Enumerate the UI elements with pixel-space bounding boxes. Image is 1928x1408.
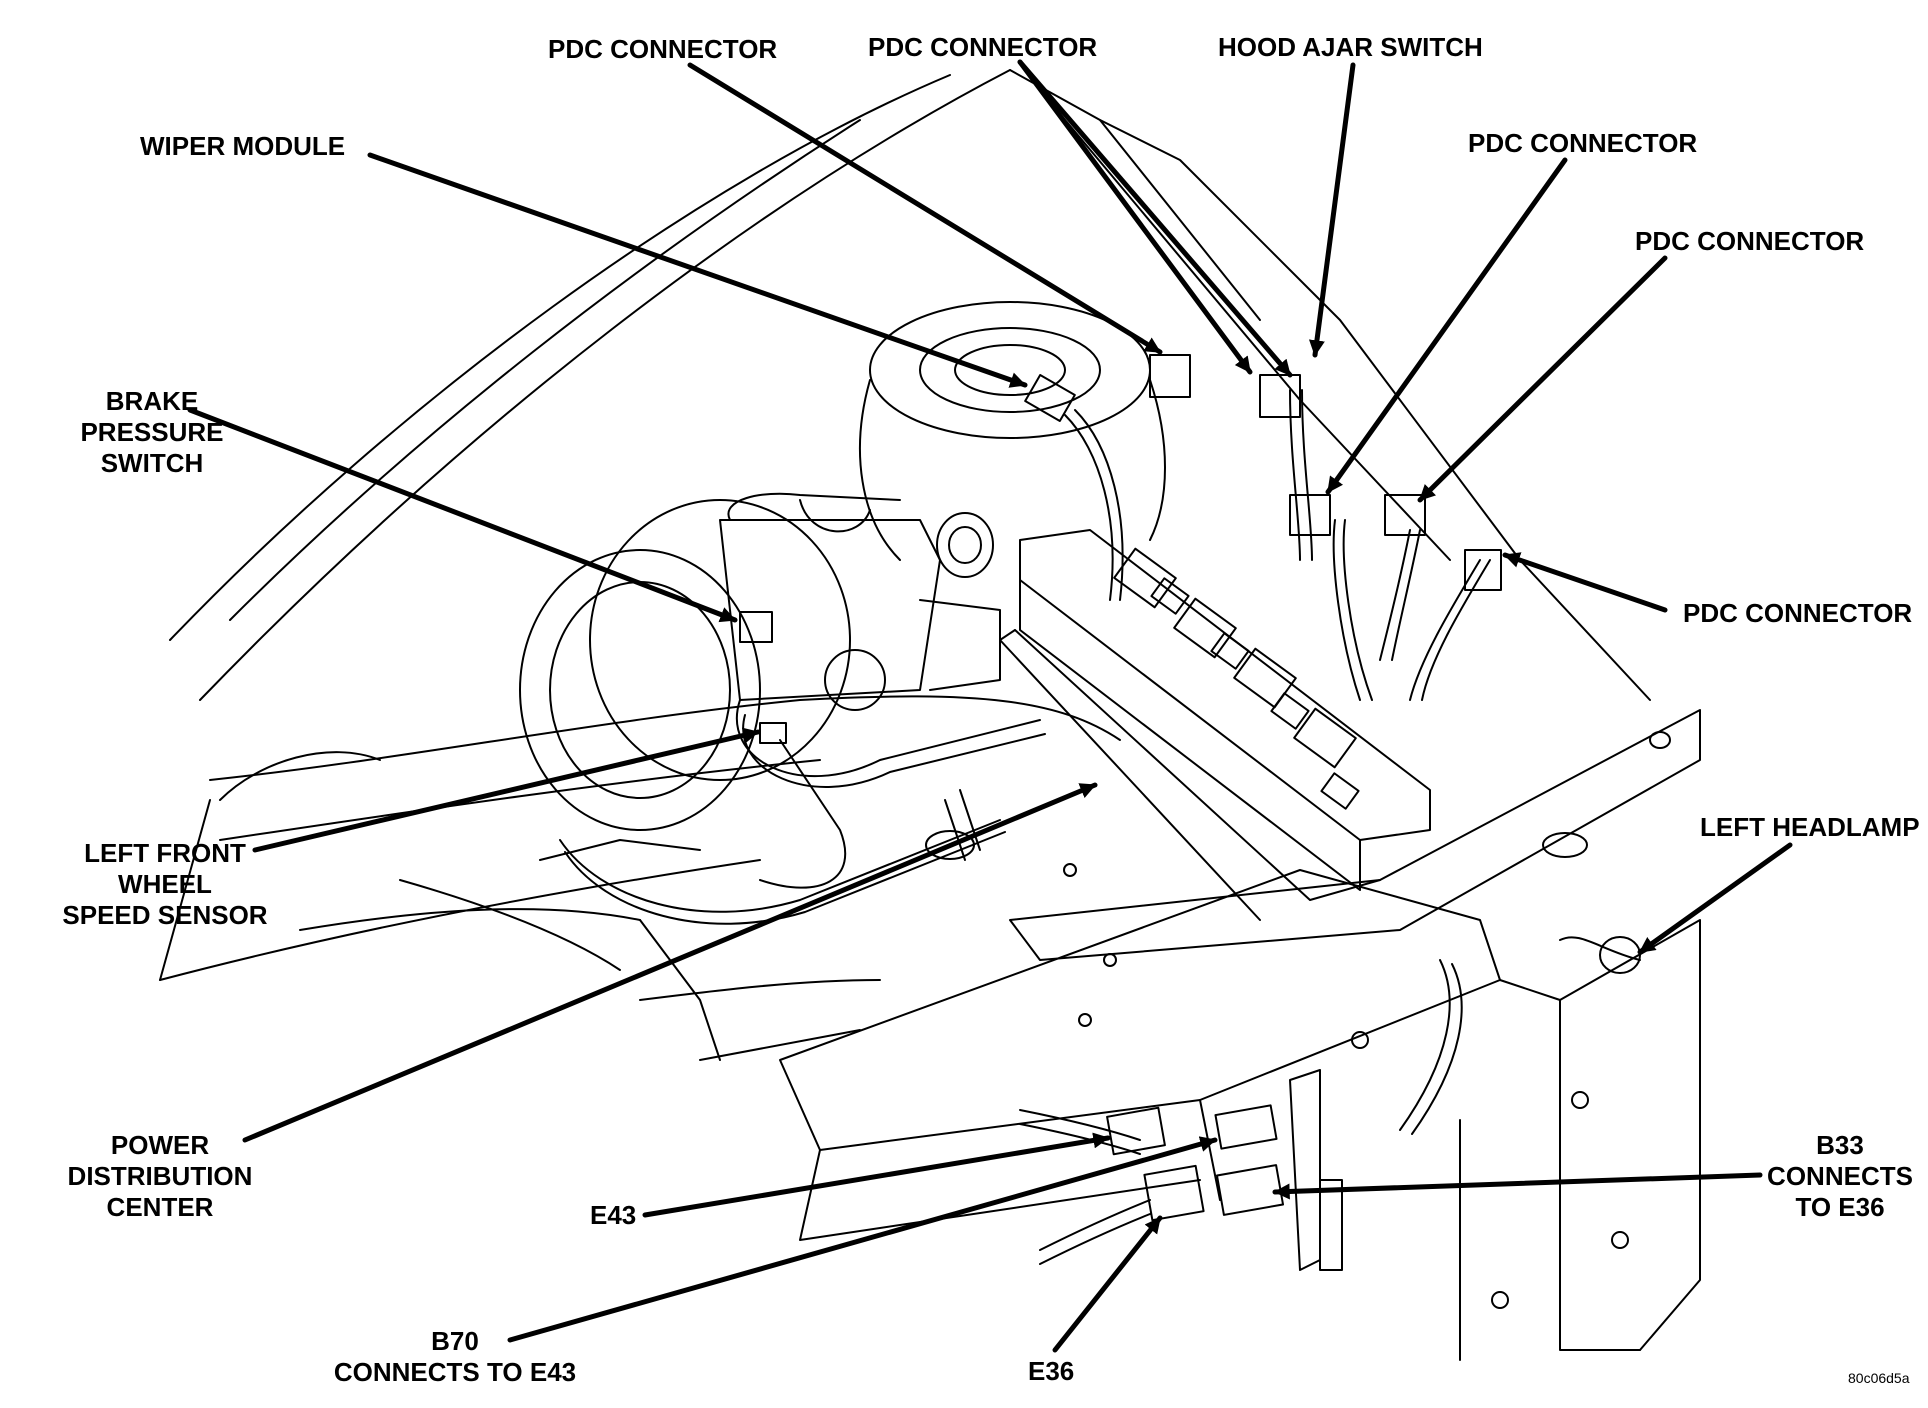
label-wiper-module: WIPER MODULE [140, 131, 346, 161]
leader-e43 [642, 1132, 1111, 1218]
leader-pdc-connector-4 [1417, 255, 1668, 503]
figure-code: 80c06d5a [1848, 1370, 1910, 1386]
leader-pdc-connector-5 [1502, 552, 1668, 613]
label-wheel-speed-sensor-line-1: LEFT FRONT [84, 838, 246, 868]
label-b70-line-1: B70 [431, 1326, 479, 1356]
label-b33-line-1: B33 [1816, 1130, 1864, 1160]
leader-e36 [1052, 1215, 1163, 1353]
label-pdc-connector-4: PDC CONNECTOR [1635, 226, 1865, 256]
leader-b33 [1272, 1172, 1763, 1200]
vehicle-line-art [159, 69, 1701, 1361]
label-brake-pressure-switch: BRAKE PRESSURE SWITCH [52, 386, 252, 479]
leader-left-headlamp [1637, 842, 1793, 955]
label-left-front-wheel-speed-sensor: LEFT FRONT WHEEL SPEED SENSOR [40, 838, 290, 931]
leader-lines [187, 59, 1793, 1353]
leader-pdc-connector-3 [1325, 157, 1568, 495]
label-pdc-line-2: DISTRIBUTION [67, 1161, 253, 1191]
leader-power-distribution-center [242, 782, 1098, 1143]
label-b33-line-2: CONNECTS [1767, 1161, 1913, 1191]
label-hood-ajar-switch: HOOD AJAR SWITCH [1218, 32, 1483, 62]
label-pdc-connector-3: PDC CONNECTOR [1468, 128, 1698, 158]
leader-pdc-connector-2a [1017, 59, 1253, 375]
label-brake-pressure-switch-line-3: SWITCH [100, 448, 204, 478]
leader-hood-ajar-switch [1308, 62, 1356, 358]
leader-wheel-speed-sensor [252, 727, 761, 853]
label-b70-line-2: CONNECTS TO E43 [333, 1357, 577, 1387]
label-wheel-speed-sensor-line-2: WHEEL [118, 869, 212, 899]
label-pdc-connector-2: PDC CONNECTOR [868, 32, 1098, 62]
leader-b70 [507, 1136, 1218, 1343]
label-b33-line-3: TO E36 [1795, 1192, 1885, 1222]
label-pdc-line-1: POWER [110, 1130, 210, 1160]
label-pdc-connector-5: PDC CONNECTOR [1683, 598, 1913, 628]
label-brake-pressure-switch-line-2: PRESSURE [80, 417, 224, 447]
label-left-headlamp: LEFT HEADLAMP [1700, 812, 1920, 842]
label-brake-pressure-switch-line-1: BRAKE [105, 386, 199, 416]
label-b70-connects-to-e43: B70 CONNECTS TO E43 [315, 1326, 595, 1388]
leader-pdc-connector-2b [1017, 59, 1293, 378]
label-e36: E36 [1028, 1356, 1075, 1386]
label-e43: E43 [590, 1200, 637, 1230]
leader-brake-pressure-switch [187, 407, 738, 623]
leader-wiper-module [367, 152, 1028, 388]
label-power-distribution-center: POWER DISTRIBUTION CENTER [60, 1130, 260, 1223]
label-b33-connects-to-e36: B33 CONNECTS TO E36 [1760, 1130, 1920, 1223]
label-pdc-line-3: CENTER [106, 1192, 214, 1222]
label-wheel-speed-sensor-line-3: SPEED SENSOR [62, 900, 268, 930]
label-pdc-connector-1: PDC CONNECTOR [548, 34, 778, 64]
leader-pdc-connector-1 [687, 62, 1163, 355]
